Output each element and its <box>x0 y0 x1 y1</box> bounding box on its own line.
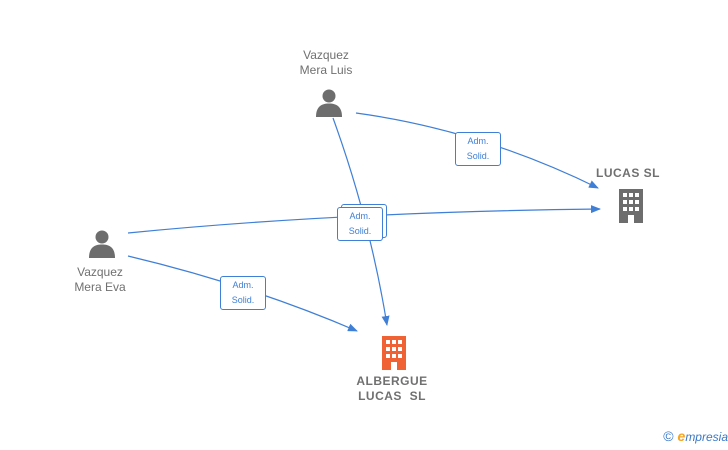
person-icon-luis[interactable] <box>314 88 344 123</box>
footer-brand: ©empresia <box>663 428 728 444</box>
person-icon-eva[interactable] <box>87 229 117 264</box>
building-icon-albergue[interactable] <box>378 334 410 375</box>
brand-initial: e <box>677 428 686 444</box>
edge-label-eva-albergue[interactable]: Adm. Solid. <box>220 276 266 310</box>
edge-label-luis-lucas[interactable]: Adm. Solid. <box>455 132 501 166</box>
company-label-lucas: LUCAS SL <box>596 166 660 180</box>
person-label-eva: Vazquez Mera Eva <box>74 265 126 294</box>
person-label-luis: Vazquez Mera Luis <box>299 48 353 77</box>
building-icon-lucas[interactable] <box>615 187 647 228</box>
company-label-albergue: ALBERGUE LUCAS SL <box>356 374 428 403</box>
brand-name: mpresia <box>685 430 728 444</box>
copyright-icon: © <box>663 428 674 444</box>
edge-label-center[interactable]: Adm. Solid. <box>337 207 383 241</box>
